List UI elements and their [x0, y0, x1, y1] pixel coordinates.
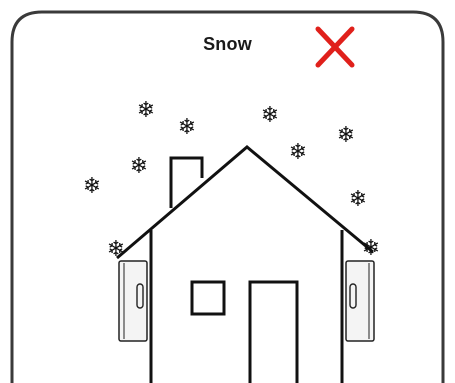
roof	[117, 147, 373, 258]
snowflake-icon: ❄	[289, 142, 307, 164]
scene-title: Snow	[0, 34, 455, 55]
snowflake-icon: ❄	[261, 105, 279, 127]
right-device	[346, 261, 374, 341]
left-device	[119, 261, 147, 341]
snowflake-icon: ❄	[362, 238, 380, 260]
snowflake-icon: ❄	[83, 176, 101, 198]
snowflake-icon: ❄	[178, 117, 196, 139]
walls	[151, 230, 342, 383]
snowflake-icon: ❄	[349, 189, 367, 211]
snowflake-icon: ❄	[337, 125, 355, 147]
snowflake-icon: ❄	[130, 156, 148, 178]
house	[117, 147, 373, 383]
window	[192, 282, 224, 314]
frame-border	[12, 12, 443, 383]
snowflake-icon: ❄	[107, 239, 125, 261]
snowflake-icon: ❄	[137, 100, 155, 122]
door	[250, 282, 297, 383]
